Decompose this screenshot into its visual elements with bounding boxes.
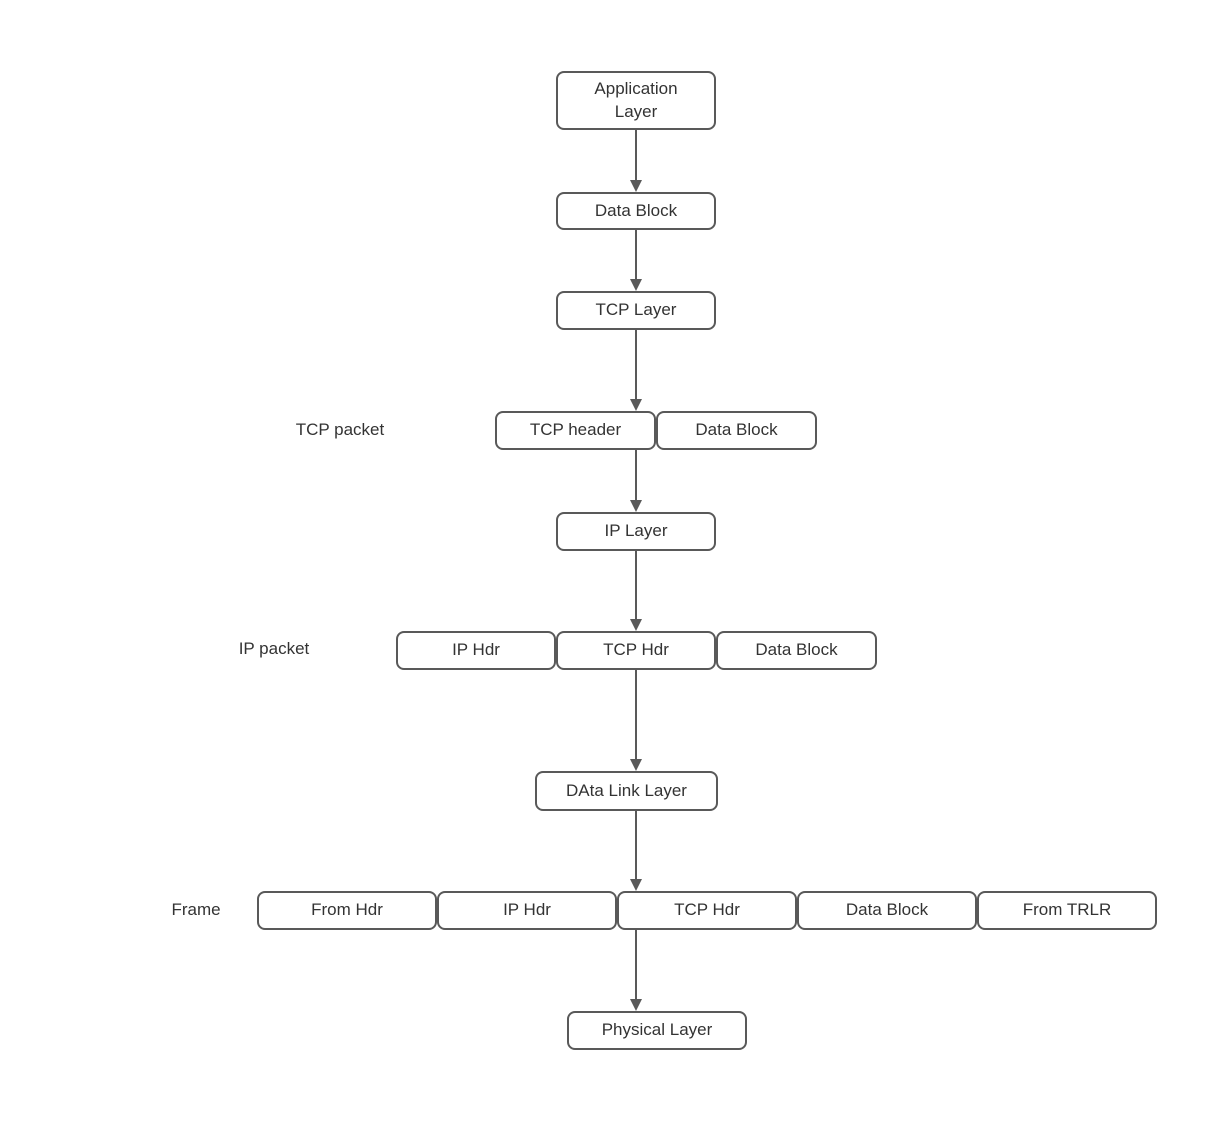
arrow-data-link-layer-to-frame <box>635 811 637 879</box>
node-tcp-hdr-frame: TCP Hdr <box>617 891 797 930</box>
label-tcp-packet: TCP packet <box>295 420 385 439</box>
node-data-link-layer: DAta Link Layer <box>535 771 718 811</box>
label-frame: Frame <box>171 900 221 919</box>
node-from-trlr: From TRLR <box>977 891 1157 930</box>
node-data-block-frame: Data Block <box>797 891 977 930</box>
arrow-tcp-packet-to-ip-layer <box>635 450 637 500</box>
arrow-ip-packet-to-data-link-layer <box>635 670 637 759</box>
node-application-layer: Application Layer <box>556 71 716 130</box>
node-from-hdr: From Hdr <box>257 891 437 930</box>
node-ip-hdr-frame: IP Hdr <box>437 891 617 930</box>
node-data-block-ip-packet: Data Block <box>716 631 877 670</box>
label-ip-packet: IP packet <box>238 639 310 658</box>
arrow-data-block-to-tcp-layer <box>635 230 637 279</box>
arrow-frame-to-physical-layer <box>635 930 637 999</box>
node-physical-layer: Physical Layer <box>567 1011 747 1050</box>
arrow-app-layer-to-data-block <box>635 130 637 180</box>
arrow-tcp-layer-to-tcp-packet <box>635 330 637 399</box>
node-ip-hdr: IP Hdr <box>396 631 556 670</box>
node-data-block: Data Block <box>556 192 716 230</box>
node-tcp-header: TCP header <box>495 411 656 450</box>
node-ip-layer: IP Layer <box>556 512 716 551</box>
node-tcp-layer: TCP Layer <box>556 291 716 330</box>
node-tcp-hdr-ip-packet: TCP Hdr <box>556 631 716 670</box>
arrow-ip-layer-to-ip-packet <box>635 551 637 619</box>
node-data-block-tcp-packet: Data Block <box>656 411 817 450</box>
